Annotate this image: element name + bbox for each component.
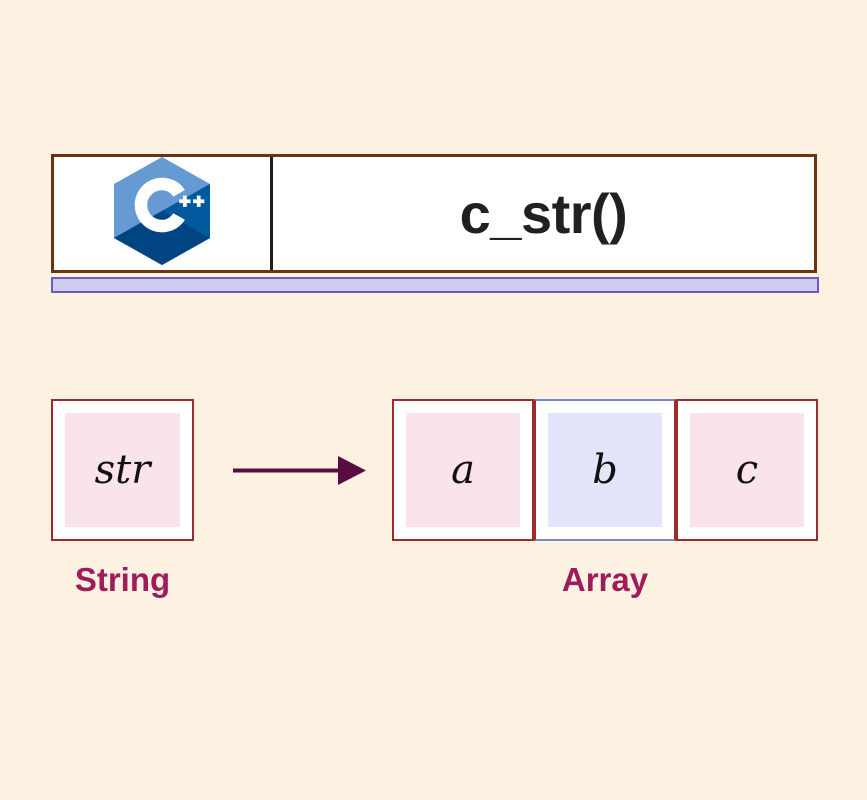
header-banner: c_str() <box>51 154 817 273</box>
array-cell-0-inner: a <box>406 413 520 527</box>
array-group: a b c Array <box>392 399 818 596</box>
array-cells: a b c <box>392 399 818 541</box>
arrow-container <box>233 452 366 489</box>
string-group: str String <box>51 399 194 596</box>
string-box-inner: str <box>65 413 180 527</box>
cpp-logo-icon <box>114 157 210 270</box>
array-cell-1-inner: b <box>548 413 662 527</box>
header-underbar <box>51 277 819 293</box>
page-title: c_str() <box>459 181 628 245</box>
array-label: Array <box>561 561 649 598</box>
string-value: str <box>94 447 151 493</box>
array-cell-2: c <box>676 399 818 541</box>
array-cell-1-value: b <box>592 447 618 493</box>
array-cell-0: a <box>392 399 534 541</box>
array-cell-1: b <box>534 399 676 541</box>
array-cell-2-inner: c <box>690 413 804 527</box>
array-cell-2-value: c <box>735 447 759 493</box>
string-label: String <box>74 561 171 598</box>
right-arrow-icon <box>233 456 366 485</box>
header-title-cell: c_str() <box>273 157 814 270</box>
string-box: str <box>51 399 194 541</box>
array-cell-0-value: a <box>451 447 475 493</box>
header-logo-cell <box>54 157 273 270</box>
